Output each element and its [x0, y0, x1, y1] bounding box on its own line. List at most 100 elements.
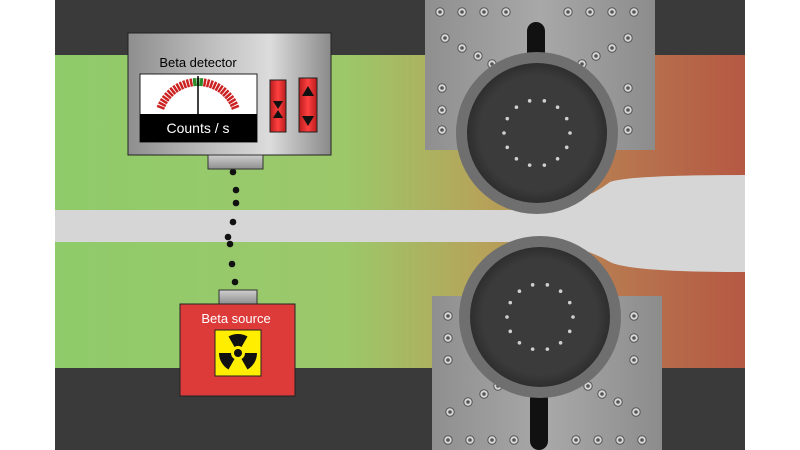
bolt [437, 125, 447, 135]
roller-dot [508, 300, 513, 305]
roller-dot [542, 163, 547, 167]
bolt [443, 333, 453, 343]
roller-dot [505, 145, 510, 150]
roller-dot [542, 99, 547, 103]
bolt [623, 33, 633, 43]
bolt [607, 43, 617, 53]
bolt [629, 333, 639, 343]
bolt [597, 389, 607, 399]
beta-detector-title: Beta detector [159, 55, 237, 70]
bolt [435, 7, 445, 17]
roller-dot [505, 116, 510, 121]
trefoil-blade [219, 353, 235, 370]
meter-tick [161, 94, 170, 102]
bolt [473, 51, 483, 61]
source-window [218, 289, 258, 305]
bolt [465, 435, 475, 445]
upper-roller-housing [425, 0, 655, 214]
bolt [593, 435, 603, 445]
roller-dot [567, 300, 572, 305]
bolt [563, 7, 573, 17]
bolt [457, 7, 467, 17]
bolt [487, 435, 497, 445]
roller-dot [567, 329, 572, 334]
meter-scale [156, 76, 240, 122]
beta-detector: Beta detector Counts / s [127, 32, 332, 170]
roller-dot [558, 341, 563, 345]
bolt [613, 397, 623, 407]
meter-tick [222, 89, 230, 97]
meter-tick [211, 81, 218, 90]
meter-tick [217, 84, 224, 93]
bolt [637, 435, 647, 445]
meter-tick [172, 84, 179, 93]
meter-tick [202, 78, 207, 87]
roller-dot [514, 105, 519, 109]
count-rate-meter: Counts / s [139, 73, 258, 143]
roller-dot [545, 283, 550, 287]
bolt [479, 389, 489, 399]
metal-sheet [55, 175, 745, 272]
meter-tick [214, 83, 221, 92]
meter-tick [228, 98, 237, 105]
meter-tick [175, 83, 182, 92]
meter-tick [166, 89, 174, 97]
meter-tick [189, 78, 194, 87]
decrease-button[interactable] [269, 79, 287, 133]
bolt [571, 435, 581, 445]
roller-dot [564, 116, 569, 121]
meter-tick [159, 98, 168, 105]
bolt [443, 355, 453, 365]
roller-dot [527, 99, 532, 103]
meter-readout-label: Counts / s [166, 120, 229, 136]
triangle-down-icon [273, 101, 283, 109]
roller-dot [505, 315, 509, 319]
bolt [623, 83, 633, 93]
roller-dot [568, 131, 572, 135]
bolt [591, 51, 601, 61]
trefoil-blade [241, 353, 257, 370]
roller-dot [508, 329, 513, 334]
bolt [443, 435, 453, 445]
triangle-up-icon [273, 110, 283, 118]
meter-tick [185, 79, 191, 88]
detector-window [207, 154, 264, 170]
bolt [437, 105, 447, 115]
triangle-up-icon [302, 86, 314, 96]
bolt [607, 7, 617, 17]
bolt [631, 407, 641, 417]
meter-tick [182, 80, 188, 89]
bolt [629, 355, 639, 365]
roller-dot [530, 347, 535, 351]
roller-dot [555, 157, 560, 161]
bolt [585, 7, 595, 17]
meter-tick [231, 104, 240, 110]
meter-tick [156, 104, 165, 110]
roller-dot [527, 163, 532, 167]
roller-dot [502, 131, 506, 135]
meter-tick [192, 78, 197, 87]
meter-tick [169, 87, 177, 95]
increase-button[interactable] [298, 77, 318, 133]
meter-tick [205, 79, 211, 88]
bolt [437, 83, 447, 93]
roller-dot [564, 145, 569, 150]
bolt [629, 7, 639, 17]
meter-tick [226, 94, 235, 102]
roller-dot [545, 347, 550, 351]
roller-dot [555, 105, 560, 109]
bolt [615, 435, 625, 445]
triangle-down-icon [302, 116, 314, 126]
roller-dot [558, 289, 563, 293]
beta-source-title: Beta source [201, 311, 270, 326]
bolt [629, 311, 639, 321]
bolt [479, 7, 489, 17]
meter-tick [178, 81, 185, 90]
roller-dot [517, 341, 522, 345]
bolt [440, 33, 450, 43]
roller-dot [530, 283, 535, 287]
bolt [457, 43, 467, 53]
bolt [501, 7, 511, 17]
bolt [509, 435, 519, 445]
